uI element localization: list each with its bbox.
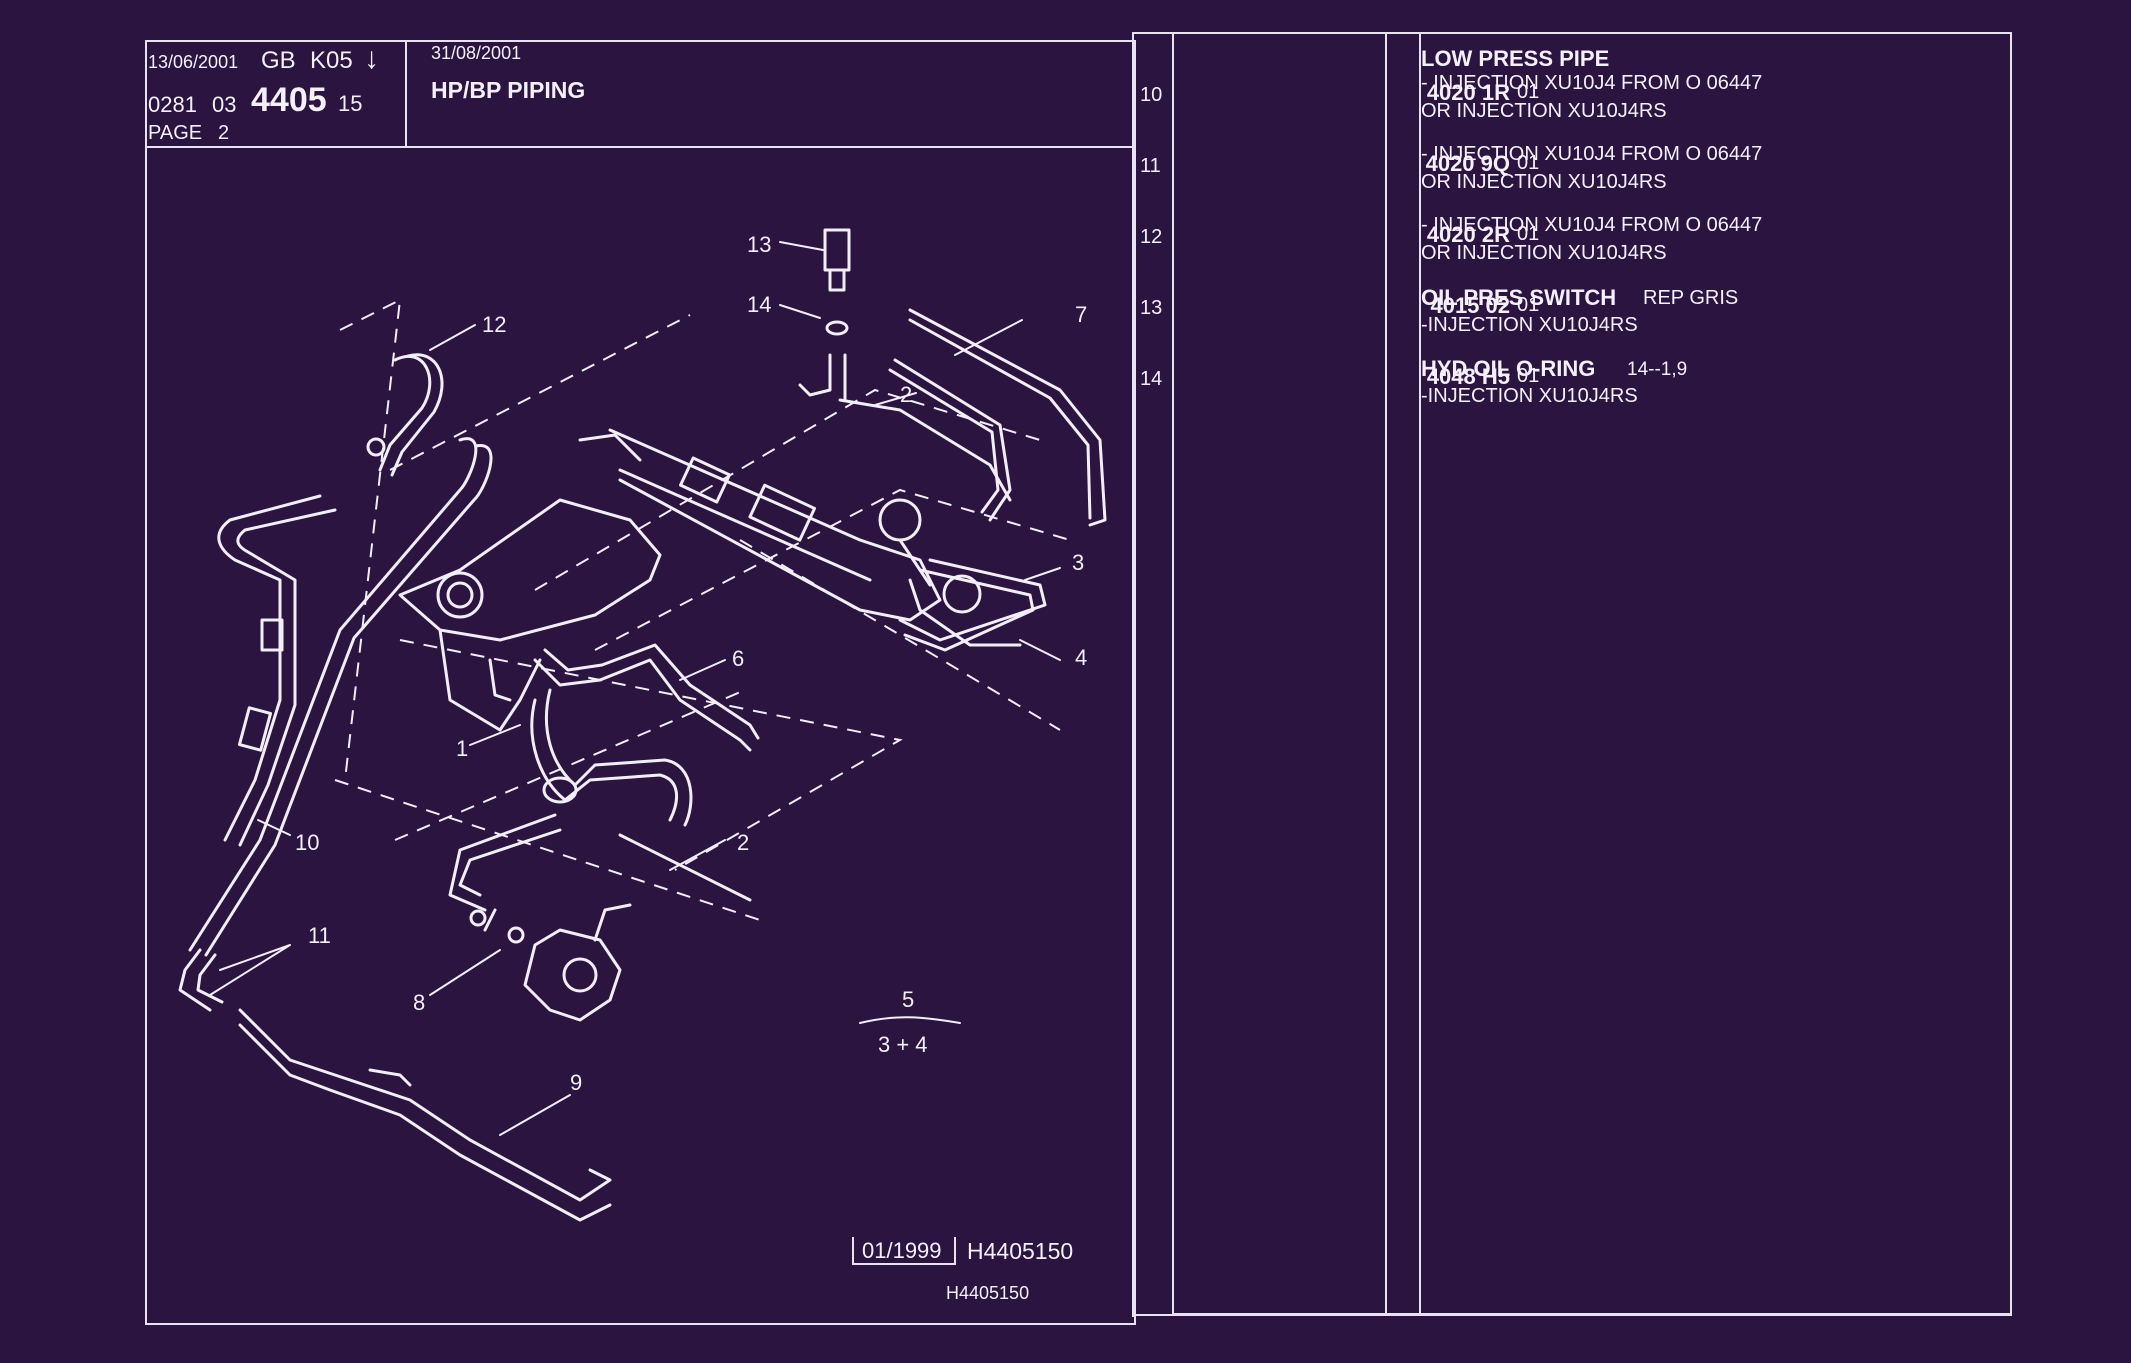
callout-5: 5 <box>902 987 914 1012</box>
part-line-1: REP GRIS <box>1643 287 1739 309</box>
part-name: OIL PRES SWITCH <box>1421 285 1617 310</box>
part-quantity: 01 <box>1517 294 1540 316</box>
part-line-2: -INJECTION XU10J4RS <box>1421 385 1638 407</box>
pipe-11 <box>178 948 224 1012</box>
header-page-number: 2 <box>218 122 230 144</box>
part-reference: 4020 9Q <box>1425 151 1510 176</box>
part-reference: 4015 02 <box>1430 293 1510 318</box>
part-line-1: - INJECTION XU10J4 FROM O 06447 <box>1421 72 1763 94</box>
part-number: 11 <box>1140 155 1161 177</box>
callout-11: 11 <box>308 923 331 948</box>
right-top-border <box>1132 32 2012 34</box>
part-reference: 4048 H5 <box>1426 364 1510 389</box>
footer-box-date: 01/1999 <box>862 1238 942 1263</box>
header-ref-prefix: 0281 <box>148 92 197 117</box>
part-quantity: 01 <box>1517 223 1540 245</box>
callout-6: 6 <box>732 646 744 671</box>
header-lang: GB <box>261 47 296 74</box>
part-line-1: 14--1,9 <box>1627 359 1688 380</box>
part-row: 14 4048 H5 01 <box>1128 360 1978 420</box>
part-row: 12 4020 2R 01 <box>1128 218 1978 278</box>
footer-date-box <box>852 1237 956 1265</box>
header-page-label: PAGE <box>148 122 203 144</box>
return-hose-12 <box>366 353 444 477</box>
callout-7: 7 <box>1075 302 1087 327</box>
pipe-3-4 <box>898 558 1047 652</box>
low-press-pipe-10 <box>188 437 493 957</box>
callout-3: 3 <box>1072 550 1084 575</box>
header-split <box>405 40 407 148</box>
column-divider-3 <box>1419 32 1421 1315</box>
part-row: 10 4020 1R 01 <box>1128 76 1978 136</box>
page-title: HP/BP PIPING <box>431 77 586 103</box>
pipe-7 <box>908 308 1107 527</box>
part-line-2: OR INJECTION XU10J4RS <box>1421 171 1667 193</box>
part-number: 14 <box>1140 368 1163 390</box>
supply-hose-6 <box>533 643 760 752</box>
header-ref-main: 4405 <box>251 81 327 119</box>
part-number: 13 <box>1140 297 1163 319</box>
callout-12: 12 <box>482 312 506 337</box>
dashed-guides <box>334 298 1071 921</box>
part-row: 13 4015 02 01 <box>1128 289 1978 349</box>
part-row: 11 4020 9Q 01 <box>1128 147 1978 207</box>
pipe-2-upper <box>838 358 1012 522</box>
header-date: 13/06/2001 <box>148 52 239 72</box>
left-panel-frame <box>145 40 1136 1325</box>
hose-1 <box>530 688 693 827</box>
part-line-2: -INJECTION XU10J4RS <box>1421 314 1638 336</box>
part-name: HYD OIL O-RING <box>1421 356 1596 381</box>
column-divider-2 <box>1385 32 1387 1315</box>
part-quantity: 01 <box>1517 81 1540 103</box>
part-reference: 4020 1R <box>1426 80 1510 105</box>
column-divider-1 <box>1132 32 1134 1317</box>
pump-8 <box>483 903 632 1022</box>
part-number: 10 <box>1140 84 1163 106</box>
header-code: K05 <box>310 47 353 74</box>
right-bottom-border <box>1132 1314 2012 1316</box>
part-reference: 4020 2R <box>1426 222 1510 247</box>
callout-14: 14 <box>747 292 771 317</box>
header-ref-suffix: 15 <box>338 91 363 116</box>
callout-1: 1 <box>456 736 468 761</box>
part-line-1: - INJECTION XU10J4 FROM O 06447 <box>1421 214 1763 236</box>
callout-13: 13 <box>747 232 771 257</box>
callout-10: 10 <box>295 830 319 855</box>
reservoir <box>398 498 662 732</box>
part-line-2: OR INJECTION XU10J4RS <box>1421 100 1667 122</box>
callout-2-lower: 2 <box>737 830 749 855</box>
callout-3-plus-4: 3 + 4 <box>878 1032 928 1057</box>
callout-4: 4 <box>1075 645 1087 670</box>
title-date: 31/08/2001 <box>431 43 522 63</box>
pipe-2-lower <box>448 813 752 944</box>
header-arrow: ↓ <box>364 42 379 75</box>
part-quantity: 01 <box>1517 365 1540 387</box>
callout-9: 9 <box>570 1070 582 1095</box>
header-bottom-rule <box>145 146 1135 148</box>
piping-diagram: 13 14 12 7 2 3 4 6 1 10 2 11 8 5 3 + 4 9 <box>178 228 1107 1222</box>
pipe-9 <box>238 1008 612 1222</box>
fraction-note <box>859 1016 961 1024</box>
footer-box-ref: H4405150 <box>967 1238 1074 1264</box>
part-line-1: - INJECTION XU10J4 FROM O 06447 <box>1421 143 1763 165</box>
part-number: 12 <box>1140 226 1163 248</box>
leader-lines <box>209 241 1061 1136</box>
steering-rack <box>578 428 982 622</box>
oil-pressure-switch-13 <box>798 228 851 402</box>
callout-8: 8 <box>413 990 425 1015</box>
header-ref-group: 03 <box>212 92 237 117</box>
part-name: LOW PRESS PIPE <box>1421 46 1610 71</box>
part-quantity: 01 <box>1517 152 1540 174</box>
callout-2-upper: 2 <box>900 382 912 407</box>
part-line-2: OR INJECTION XU10J4RS <box>1421 242 1667 264</box>
footer-ref: H4405150 <box>946 1283 1030 1303</box>
